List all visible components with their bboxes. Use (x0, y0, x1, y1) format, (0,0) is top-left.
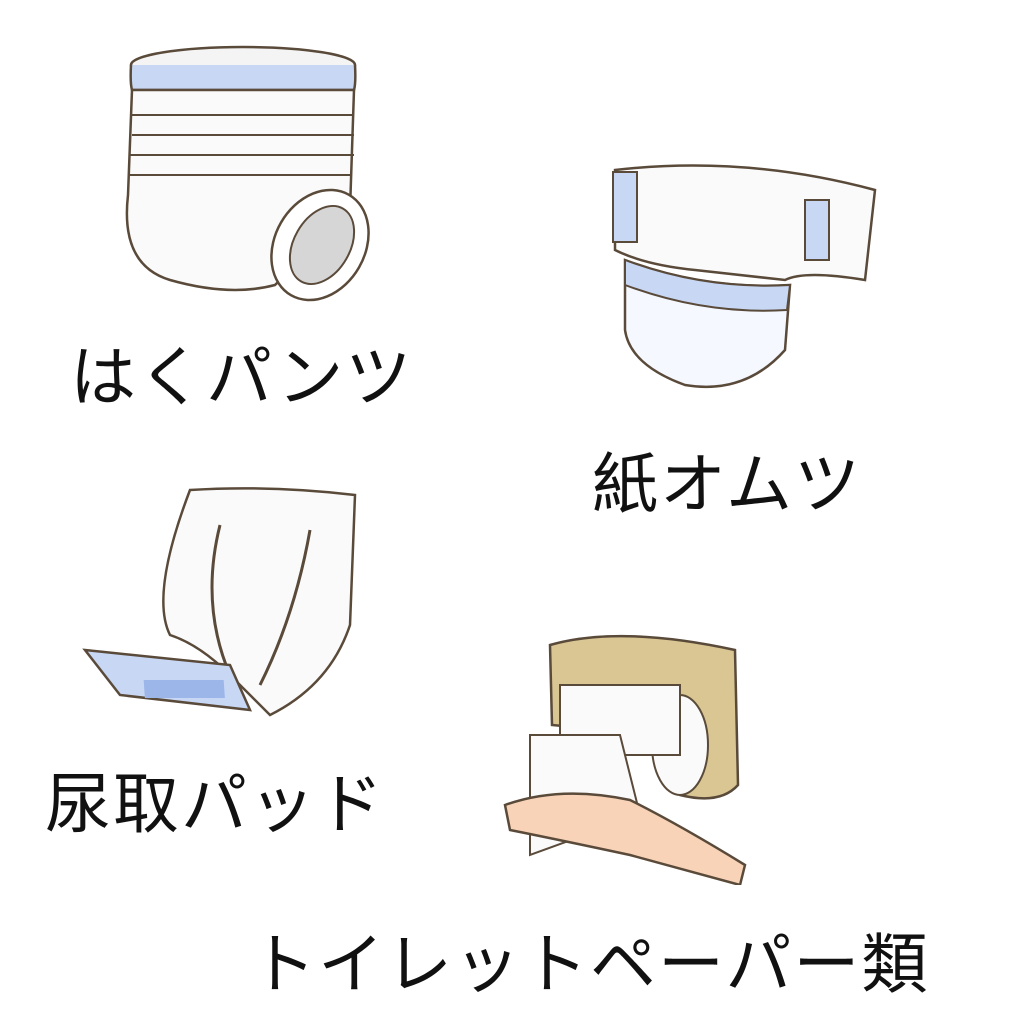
tape-diaper-icon (612, 164, 877, 389)
label-urine-pad: 尿取パッド (45, 766, 385, 843)
pull-up-pants-icon (125, 45, 370, 302)
urine-pad-icon (82, 487, 357, 717)
toilet-paper-icon (503, 634, 747, 885)
label-toilet-paper: トイレットペーパー類 (250, 926, 930, 1003)
label-tape-diaper: 紙オムツ (592, 446, 863, 523)
label-pull-up-pants: はくパンツ (70, 339, 414, 416)
